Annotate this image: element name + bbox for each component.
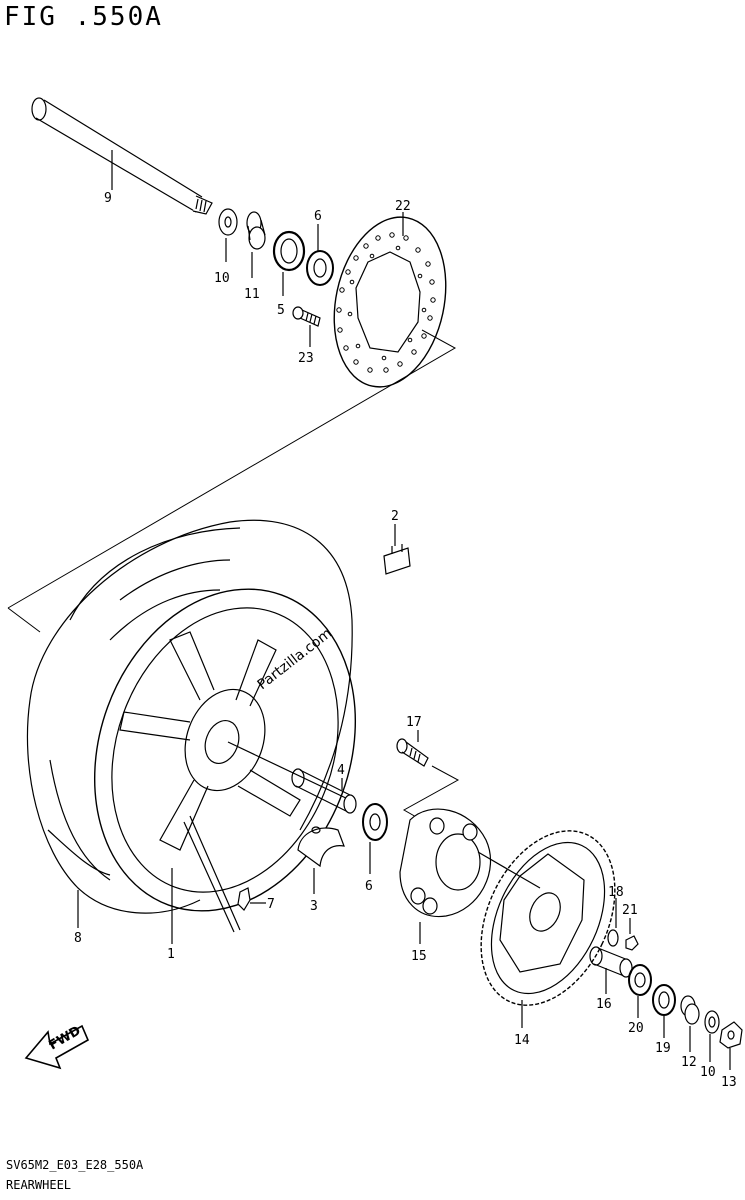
callout-label[interactable]: 15 — [411, 949, 427, 964]
callout-label[interactable]: 1 — [167, 947, 175, 962]
callout-label[interactable]: 10 — [214, 271, 230, 286]
callout-label[interactable]: 4 — [337, 763, 345, 778]
nut-part-21[interactable] — [625, 918, 639, 951]
callout-label[interactable]: 3 — [310, 899, 318, 914]
callout-label[interactable]: 6 — [365, 879, 373, 894]
callout-label[interactable]: 11 — [244, 287, 260, 302]
callout-label[interactable]: 5 — [277, 303, 285, 318]
figure-title: FIG .550A — [4, 2, 163, 32]
diagram-code: SV65M2_E03_E28_550A — [6, 1158, 144, 1172]
callout-label[interactable]: 20 — [628, 1021, 644, 1036]
callout-label[interactable]: 10 — [700, 1065, 716, 1080]
watermark-text: Partzilla.com — [255, 625, 335, 693]
callout-label[interactable]: 16 — [596, 997, 612, 1012]
washer-part-18[interactable] — [607, 898, 619, 947]
bearing-part[interactable] — [306, 224, 334, 286]
washer-part-lower[interactable] — [704, 1010, 720, 1062]
diagram-name: REARWHEEL — [6, 1178, 72, 1192]
callout-label[interactable]: 23 — [298, 351, 314, 366]
spacer-part-12[interactable] — [680, 995, 700, 1052]
bearing-part-20[interactable] — [628, 964, 652, 1018]
wheel-rim-part[interactable] — [51, 552, 399, 948]
callout-label[interactable]: 17 — [406, 715, 422, 730]
sprocket-part[interactable] — [455, 809, 642, 1028]
disc-bolt-part[interactable] — [292, 306, 321, 347]
tire-part[interactable] — [26, 519, 353, 928]
callout-label[interactable]: 6 — [314, 209, 322, 224]
callout-label[interactable]: 19 — [655, 1041, 671, 1056]
cushion-part[interactable] — [297, 826, 345, 894]
callout-label[interactable]: 14 — [514, 1033, 530, 1048]
valve-part[interactable] — [237, 887, 266, 911]
callout-label[interactable]: 7 — [267, 897, 275, 912]
callout-label[interactable]: 12 — [681, 1055, 697, 1070]
callout-label[interactable]: 22 — [395, 199, 411, 214]
spacer-tube-part[interactable] — [291, 768, 357, 814]
fwd-arrow-icon — [24, 1024, 90, 1070]
seal-part-19[interactable] — [652, 984, 676, 1038]
callout-label[interactable]: 8 — [74, 931, 82, 946]
oil-seal-part[interactable] — [272, 230, 306, 296]
washer-part[interactable] — [218, 208, 238, 262]
callout-label[interactable]: 13 — [721, 1075, 737, 1090]
bearing-part-lower[interactable] — [362, 803, 388, 874]
callout-label[interactable]: 2 — [391, 509, 399, 524]
axle-part[interactable] — [31, 97, 213, 215]
spacer-part-16[interactable] — [589, 946, 633, 994]
callout-label[interactable]: 9 — [104, 191, 112, 206]
callout-label[interactable]: 21 — [622, 903, 638, 918]
damper-part[interactable] — [383, 524, 411, 575]
brake-disc-part[interactable] — [319, 207, 460, 398]
axle-nut-part[interactable] — [719, 1021, 743, 1070]
spacer-part[interactable] — [246, 211, 266, 278]
sprocket-drum-part[interactable] — [399, 808, 541, 944]
callout-label[interactable]: 18 — [608, 885, 624, 900]
